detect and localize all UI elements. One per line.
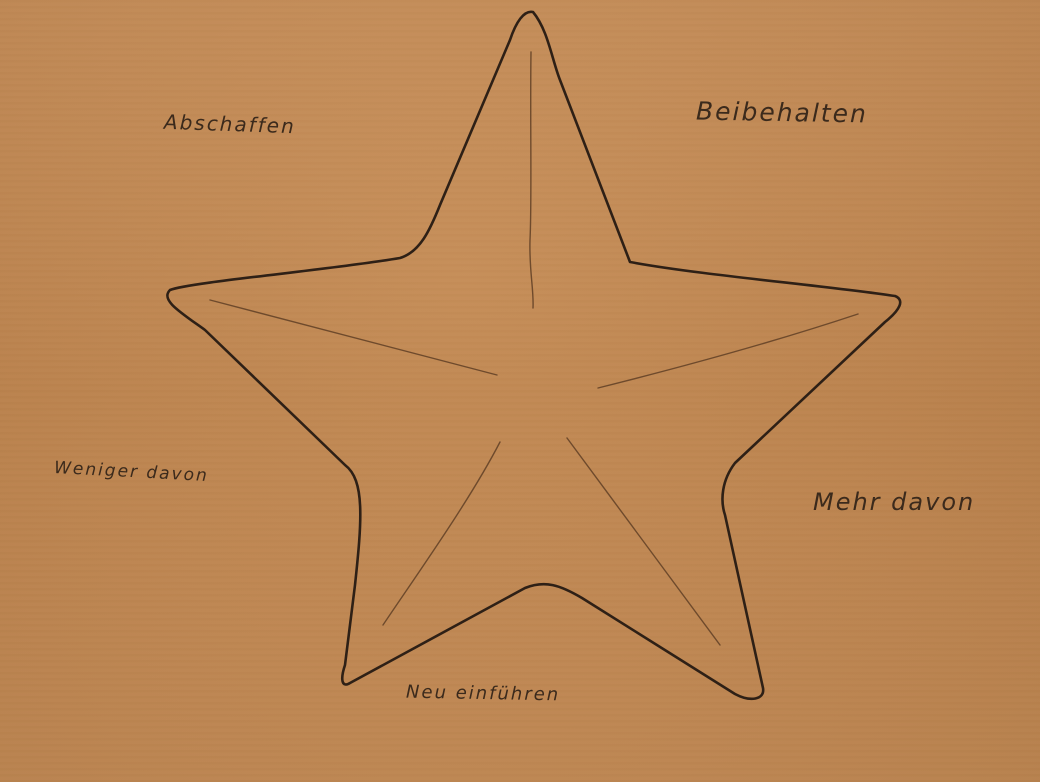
label-mehr-davon: Mehr davon	[813, 488, 976, 516]
inner-line-bottom-left	[382, 441, 501, 626]
inner-line-top	[529, 51, 534, 309]
inner-line-left	[209, 299, 498, 376]
label-neu-einfuehren: Neu einführen	[405, 681, 561, 706]
inner-line-right	[597, 313, 859, 389]
label-beibehalten: Beibehalten	[695, 96, 869, 129]
star-inner-lines	[209, 51, 859, 646]
inner-line-bottom-right	[566, 437, 721, 646]
star-outline	[166, 10, 902, 701]
label-abschaffen: Abschaffen	[163, 109, 297, 139]
